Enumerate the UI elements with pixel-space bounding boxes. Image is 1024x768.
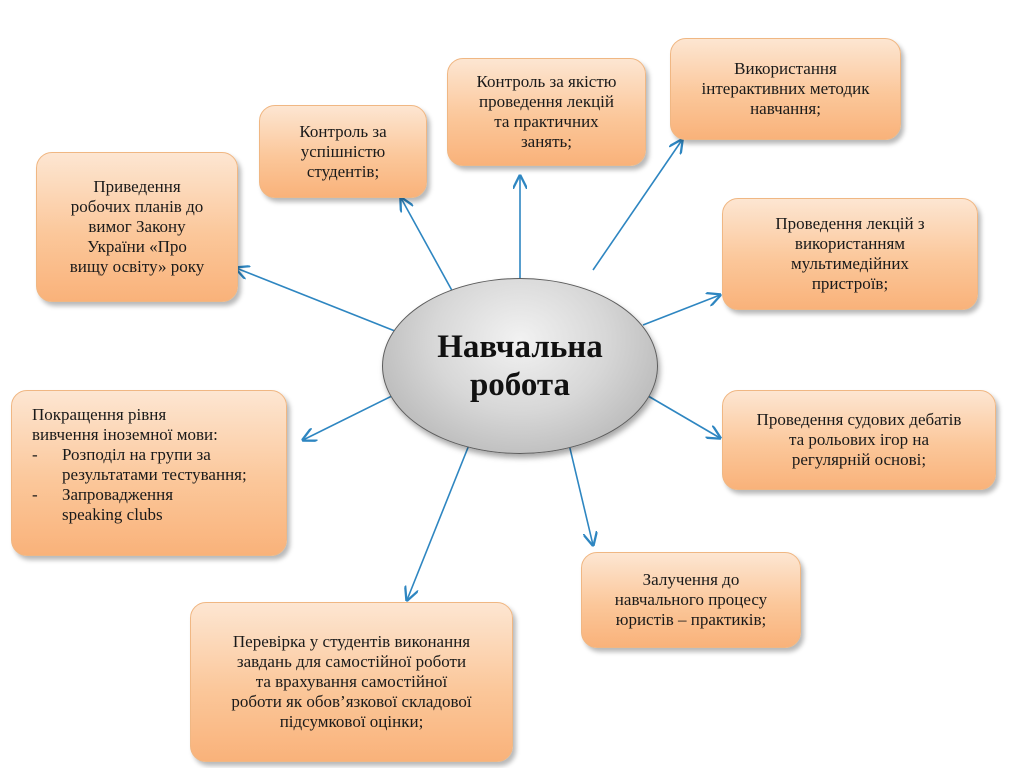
node-lecture-quality: Контроль за якістю проведення лекцій та …: [447, 58, 646, 166]
node-lecture-quality-text: Контроль за якістю проведення лекцій та …: [476, 72, 617, 151]
node-multimedia-lectures: Проведення лекцій з використанням мульти…: [722, 198, 978, 310]
arrow-to-practicing-lawyers: [567, 439, 593, 545]
node-foreign-language-heading: Покращення рівня вивчення іноземної мови…: [32, 405, 218, 444]
node-performance-control-text: Контроль за успішністю студентів;: [299, 121, 387, 181]
arrow-to-court-debates: [642, 392, 720, 438]
node-court-debates: Проведення судових дебатів та рольових і…: [722, 390, 996, 490]
node-self-study-check-text: Перевірка у студентів виконання завдань …: [231, 632, 472, 731]
arrow-to-interactive-methods: [592, 140, 682, 271]
node-foreign-language: Покращення рівня вивчення іноземної мови…: [11, 390, 287, 556]
node-performance-control: Контроль за успішністю студентів;: [259, 105, 427, 198]
node-multimedia-lectures-text: Проведення лекцій з використанням мульти…: [775, 214, 925, 293]
central-topic-ellipse: Навчальна робота: [382, 278, 658, 454]
list-marker: -: [32, 445, 38, 464]
node-interactive-methods: Використання інтерактивних методик навча…: [670, 38, 901, 140]
list-item-text: Розподіл на групи за результатами тестув…: [62, 445, 247, 484]
arrow-to-foreign-language: [303, 392, 399, 440]
list-item: - Запровадження speaking clubs: [32, 485, 247, 525]
node-foreign-language-list: - Розподіл на групи за результатами тест…: [32, 445, 247, 525]
list-item-text: Запровадження speaking clubs: [62, 485, 174, 524]
node-practicing-lawyers: Залучення до навчального процесу юристів…: [581, 552, 801, 648]
node-self-study-check: Перевірка у студентів виконання завдань …: [190, 602, 513, 762]
node-work-plans-text: Приведення робочих планів до вимог Закон…: [69, 177, 205, 276]
arrow-to-multimedia-lectures: [642, 295, 720, 326]
list-item: - Розподіл на групи за результатами тест…: [32, 445, 247, 485]
node-court-debates-text: Проведення судових дебатів та рольових і…: [756, 410, 962, 469]
arrow-to-self-study-check: [407, 439, 472, 600]
arrow-to-work-plans: [236, 268, 401, 334]
node-interactive-methods-text: Використання інтерактивних методик навча…: [701, 59, 870, 118]
node-foreign-language-content: Покращення рівня вивчення іноземної мови…: [32, 405, 247, 525]
list-marker: -: [32, 485, 38, 504]
central-topic-title: Навчальна робота: [437, 329, 603, 403]
node-practicing-lawyers-text: Залучення до навчального процесу юристів…: [614, 570, 768, 629]
node-work-plans: Приведення робочих планів до вимог Закон…: [36, 152, 238, 302]
arrow-to-performance-control: [401, 198, 456, 297]
